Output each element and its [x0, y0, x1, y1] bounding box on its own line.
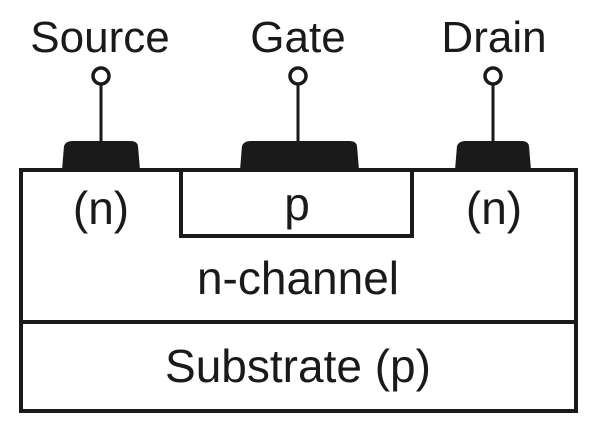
- gate-terminal: [240, 66, 359, 170]
- source-terminal-node: [91, 66, 111, 86]
- gate-terminal-node: [288, 66, 308, 86]
- drain-metal-contact: [455, 141, 531, 170]
- drain-n-region-label: (n): [466, 182, 522, 234]
- source-terminal: [62, 66, 140, 170]
- drain-terminal: [455, 66, 531, 170]
- n-channel-label: n-channel: [197, 252, 399, 304]
- gate-terminal-label: Gate: [250, 13, 345, 62]
- source-terminal-label: Source: [30, 13, 169, 62]
- substrate-layer-outline: [19, 320, 578, 413]
- gate-p-region-label: p: [284, 178, 310, 230]
- gate-p-region-outline: [179, 170, 414, 238]
- source-metal-contact: [62, 141, 140, 170]
- substrate-label: Substrate (p): [165, 340, 431, 392]
- source-n-region-label: (n): [73, 182, 129, 234]
- drain-terminal-node: [483, 66, 503, 86]
- gate-metal-contact: [240, 141, 359, 170]
- drain-terminal-label: Drain: [441, 13, 546, 62]
